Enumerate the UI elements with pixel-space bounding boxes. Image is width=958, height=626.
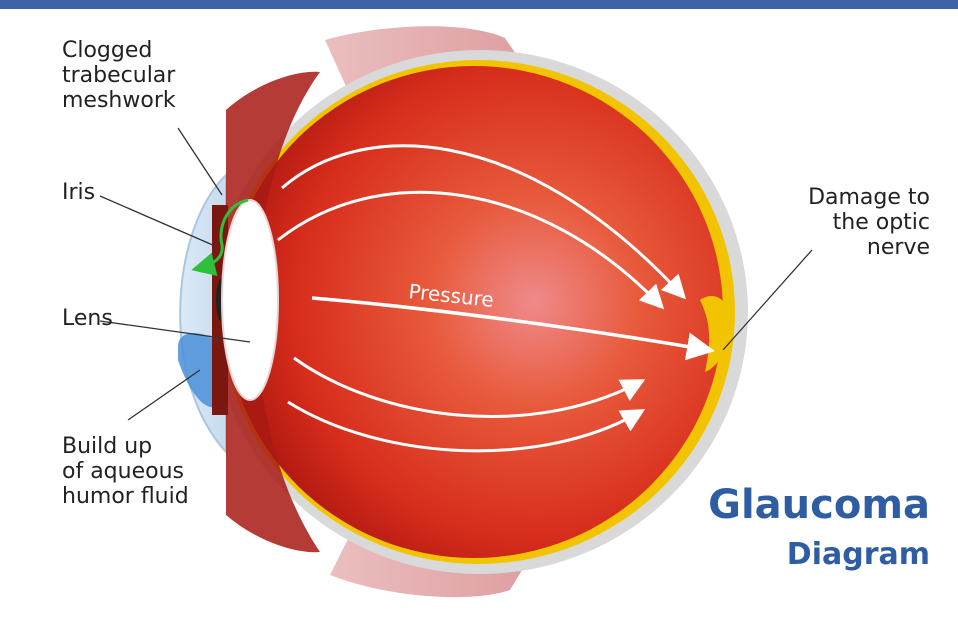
diagram-title: Glaucoma [708, 483, 930, 527]
eyeball-body [225, 66, 723, 558]
leader-buildup [128, 370, 200, 420]
lens-shape [222, 200, 278, 400]
leader-clogged [178, 128, 222, 195]
label-aqueous-buildup: Build up of aqueous humor fluid [62, 434, 189, 509]
label-clogged-meshwork: Clogged trabecular meshwork [62, 38, 176, 113]
label-lens: Lens [62, 306, 113, 331]
label-optic-nerve: Damage to the optic nerve [808, 185, 930, 260]
label-iris: Iris [62, 180, 95, 205]
diagram-subtitle: Diagram [787, 537, 930, 573]
